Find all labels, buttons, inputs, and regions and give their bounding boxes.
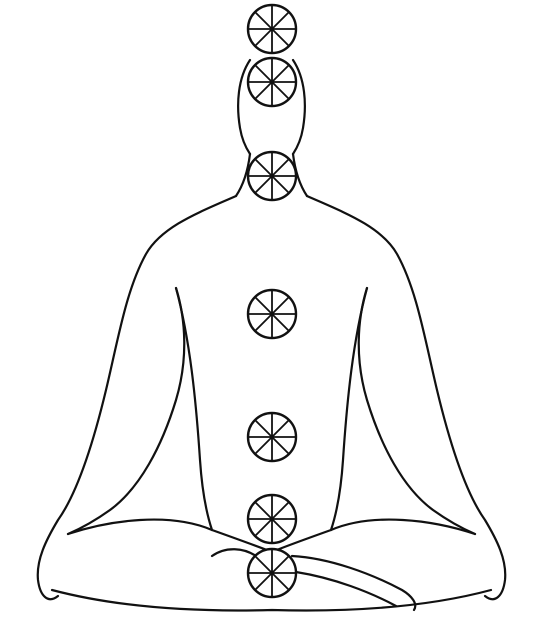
heart-chakra-wheel-icon bbox=[248, 290, 296, 338]
solar-plexus-chakra-wheel-icon bbox=[248, 413, 296, 461]
chakra-hub bbox=[270, 517, 274, 521]
right-foot bbox=[292, 556, 415, 610]
third-eye-chakra-wheel-icon bbox=[248, 58, 296, 106]
chakra-hub bbox=[270, 571, 274, 575]
torso-right bbox=[331, 288, 367, 530]
left-arm-outline bbox=[38, 196, 236, 599]
left-foot bbox=[212, 549, 256, 556]
right-foot-inner bbox=[296, 572, 396, 606]
torso-left bbox=[176, 288, 212, 530]
chakra-hub bbox=[270, 435, 274, 439]
chakra-hub bbox=[270, 27, 274, 31]
chakra-hub bbox=[270, 174, 274, 178]
right-arm-outline bbox=[307, 196, 505, 599]
right-inner-arm bbox=[359, 288, 475, 534]
chakra-hub bbox=[270, 80, 274, 84]
crown-chakra-wheel-icon bbox=[248, 5, 296, 53]
root-chakra-wheel-icon bbox=[248, 549, 296, 597]
chakra-group bbox=[248, 5, 296, 597]
sacral-chakra-wheel-icon bbox=[248, 495, 296, 543]
left-inner-arm bbox=[68, 288, 184, 534]
throat-chakra-wheel-icon bbox=[248, 152, 296, 200]
chakra-hub bbox=[270, 312, 274, 316]
